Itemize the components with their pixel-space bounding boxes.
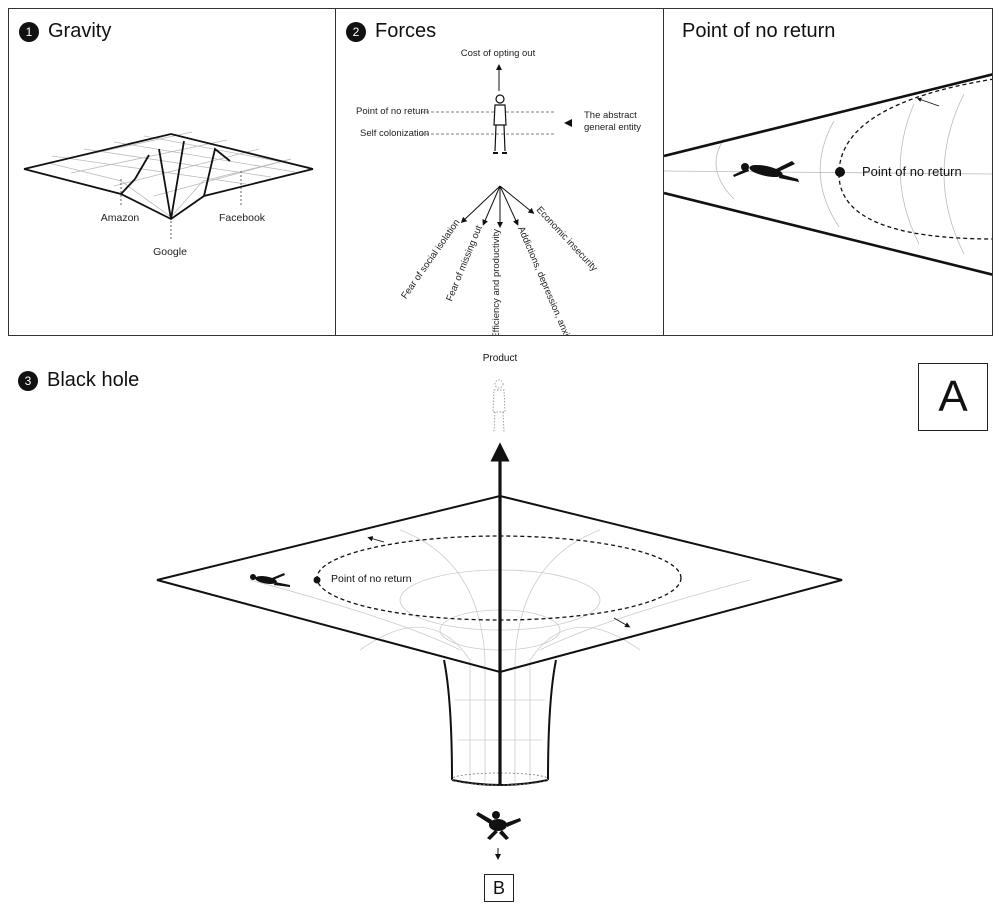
label-a-box: A [918, 363, 988, 431]
facebook-label: Facebook [219, 212, 266, 224]
force-arrows [460, 185, 535, 228]
point-of-no-return-label: Point of no return [862, 164, 962, 179]
black-hole-point-dot [313, 576, 321, 584]
funnel-edges [664, 73, 992, 276]
point-of-no-return-title: Point of no return [682, 20, 836, 42]
black-hole-title: 3 Black hole [18, 369, 139, 392]
falling-person-plane-icon [250, 573, 290, 587]
step-number-3-badge: 3 [18, 370, 38, 391]
forces-panel: 2 Forces Cost of opting out Point of no … [335, 8, 665, 336]
gravity-title-text: Gravity [48, 20, 112, 42]
self-colonization-label: Self colonization [360, 128, 429, 139]
step-number-1-badge: 1 [19, 21, 39, 42]
step-number-2-badge: 2 [346, 21, 366, 42]
force-label-economic-insecurity: Economic insecurity [534, 205, 600, 274]
product-person-outline-icon [492, 379, 506, 433]
event-horizon-arc [838, 78, 992, 240]
spacetime-plane [156, 494, 843, 674]
forces-title-text: Forces [375, 20, 437, 42]
abstract-entity-label-line2: general entity [584, 122, 641, 133]
label-b-box: B [484, 874, 514, 902]
force-label-efficiency: Efficiency and productivity [491, 229, 502, 336]
gravity-surface-outline [23, 133, 314, 221]
product-label: Product [482, 353, 518, 364]
point-of-no-return-label: Point of no return [356, 106, 429, 117]
standing-person-icon [493, 94, 507, 154]
falling-person-icon [733, 161, 799, 182]
google-label: Google [153, 246, 187, 258]
abstract-entity-label-line1: The abstract [584, 110, 637, 121]
pointer-triangle-icon [564, 119, 572, 127]
falling-person-below-icon [476, 811, 521, 840]
forces-diagram: Cost of opting out Point of no return Se… [356, 48, 641, 336]
amazon-label: Amazon [101, 212, 140, 224]
cost-of-opting-out-label: Cost of opting out [461, 48, 536, 59]
point-of-no-return-panel: Point of no return Point of no return [663, 8, 993, 336]
black-hole-title-text: Black hole [47, 369, 140, 391]
black-hole-point-of-no-return-label: Point of no return [331, 573, 412, 585]
point-of-no-return-diagram: Point of no return [664, 73, 992, 276]
point-of-no-return-dot [835, 167, 845, 177]
black-hole-throat [443, 659, 557, 786]
gravity-panel: 1 Gravity [8, 8, 337, 336]
gravity-surface-diagram: Amazon Facebook Google [23, 131, 314, 258]
forces-title: 2 Forces [346, 20, 436, 43]
black-hole-grid [249, 529, 751, 782]
gravity-title: 1 Gravity [19, 20, 111, 43]
